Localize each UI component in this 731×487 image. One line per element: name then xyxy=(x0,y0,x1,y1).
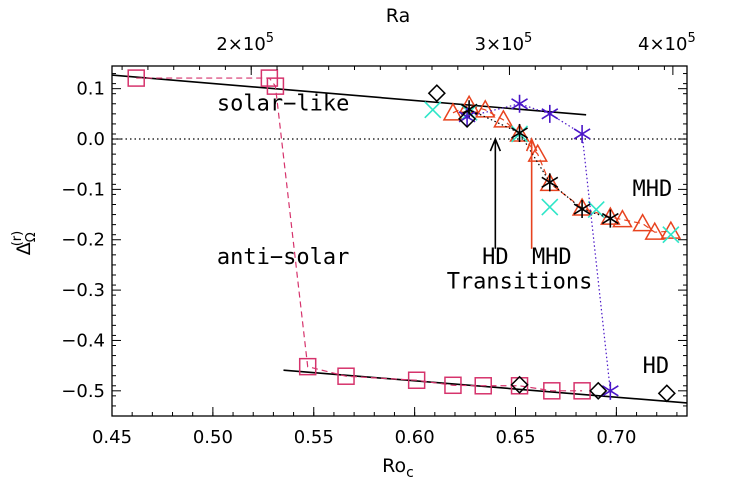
data-series xyxy=(127,69,682,403)
y-tick-label: −0.5 xyxy=(61,381,105,402)
x-marker xyxy=(662,226,680,244)
diamond-marker xyxy=(510,375,529,394)
triangle-marker xyxy=(612,209,633,228)
asterisk-marker xyxy=(511,123,528,142)
square-marker xyxy=(266,77,285,95)
arrow-head xyxy=(525,136,538,152)
fit-line xyxy=(283,369,688,404)
x-marker xyxy=(541,198,559,216)
annotation-label: HD xyxy=(643,354,670,379)
series-3 xyxy=(460,100,619,228)
x-tick-label: 0.65 xyxy=(495,427,535,448)
top-axis-title: Ra xyxy=(386,5,410,27)
triangle-marker xyxy=(644,221,666,240)
annotation-label: MHD xyxy=(532,245,572,270)
asterisk-marker xyxy=(511,94,528,113)
series-line xyxy=(466,103,611,391)
top-tick-label: 4×105 xyxy=(638,31,696,55)
plot-border xyxy=(111,65,688,417)
square-marker xyxy=(407,371,426,389)
square-marker xyxy=(444,376,462,395)
asterisk-marker xyxy=(541,104,559,123)
x-tick-label: 0.70 xyxy=(596,427,636,448)
annotation-label: solar−like xyxy=(217,91,349,116)
y-tick-label: −0.4 xyxy=(61,330,105,351)
asterisk-marker xyxy=(601,381,619,400)
annotation-label: HD xyxy=(482,245,509,270)
asterisk-marker xyxy=(573,124,591,143)
y-tick-label: −0.3 xyxy=(61,280,105,301)
square-marker xyxy=(337,367,355,385)
top-tick-label: 3×105 xyxy=(475,31,533,55)
x-tick-label: 0.50 xyxy=(193,427,233,448)
series-line xyxy=(136,77,583,392)
asterisk-marker xyxy=(573,200,591,219)
diamond-marker xyxy=(458,109,477,128)
y-tick-label: 0.0 xyxy=(76,129,105,150)
asterisk-marker xyxy=(601,209,619,228)
annotation-label: anti−solar xyxy=(217,245,349,270)
diamond-marker xyxy=(589,381,608,400)
triangle-marker xyxy=(442,102,464,121)
square-marker xyxy=(474,377,492,395)
diamond-marker xyxy=(657,384,676,403)
y-tick-label: −0.1 xyxy=(61,179,105,200)
y-tick-label: 0.1 xyxy=(76,79,105,100)
square-marker xyxy=(543,382,561,400)
series-line xyxy=(452,104,671,233)
series-0 xyxy=(127,69,591,400)
x-tick-label: 0.45 xyxy=(92,427,132,448)
fit-lines xyxy=(111,74,688,404)
annotation-label: MHD xyxy=(633,177,673,202)
x-marker xyxy=(424,101,442,119)
asterisk-marker xyxy=(541,173,559,192)
x-tick-label: 0.55 xyxy=(294,427,334,448)
plot-frame xyxy=(111,65,688,417)
annotation-label: Transitions xyxy=(447,270,593,295)
series-line xyxy=(468,108,611,220)
fit-line xyxy=(111,74,587,116)
arrow-head xyxy=(489,136,502,152)
top-tick-label: 2×105 xyxy=(216,31,274,55)
square-marker xyxy=(298,357,317,376)
series-1 xyxy=(442,94,682,240)
triangle-marker xyxy=(527,143,548,162)
triangle-marker xyxy=(632,213,653,232)
diamond-marker xyxy=(427,84,446,103)
x-axis-title: Roc xyxy=(382,455,414,481)
y-axis-title: ΔΩ(r) xyxy=(10,231,39,255)
y-tick-label: −0.2 xyxy=(61,230,105,251)
triangle-marker xyxy=(493,109,514,128)
series-5 xyxy=(427,84,676,403)
axis-ticks: 0.45 0.50 0.55 0.60 0.65 0.70 0.1 0.0 −0.1 −0.2 −0… xyxy=(61,31,695,448)
x-tick-label: 0.60 xyxy=(395,427,435,448)
square-marker xyxy=(127,69,145,87)
triangle-marker xyxy=(474,99,496,118)
